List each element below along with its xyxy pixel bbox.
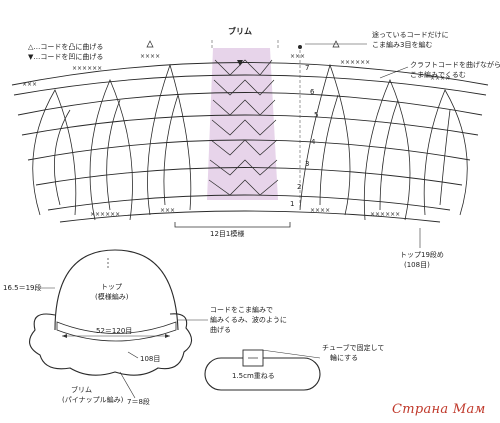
svg-text:××××××: ××××××	[72, 65, 102, 72]
brim-label-1: ブリム	[71, 386, 92, 394]
top-right-note-1: 途っているコードだけに	[372, 31, 449, 39]
legend-down: ▼…コードを凹に曲げる	[28, 53, 104, 61]
hat-dome	[54, 249, 179, 331]
svg-text:××××××: ××××××	[90, 211, 120, 218]
x-stitch-rows: ××××××××× ××××××× ×××××××××× ××××××××× ×…	[22, 53, 450, 218]
top-right-note-2: こま編み3目を編む	[372, 41, 433, 49]
cord-note-1: コードをこま編みで	[210, 306, 273, 314]
svg-text:×××: ×××	[22, 81, 37, 88]
svg-text:×××: ×××	[160, 207, 175, 214]
row-number-3: 3	[305, 160, 310, 168]
overlap-label: 1.5cm重ねる	[232, 372, 275, 380]
legend-up: △…コードを凸に曲げる	[28, 43, 104, 51]
brim-count-label: 108目	[140, 355, 161, 363]
brim-arcs	[11, 62, 489, 223]
right-note-2: こま編みでくるむ	[410, 71, 466, 79]
hat-band	[56, 321, 177, 342]
triangle-markers	[146, 40, 340, 66]
top-label-2: (模様編み)	[95, 293, 129, 301]
right-note-1: クラフトコードを曲げながら	[410, 61, 500, 69]
row-number-4: 4	[311, 138, 316, 146]
brim-rows-label: 7＝8段	[127, 398, 150, 406]
diagram-title: ブリム	[228, 27, 252, 36]
svg-text:××××××: ××××××	[340, 59, 370, 66]
svg-text:×××: ×××	[290, 53, 305, 60]
watermark-logo: Страна Мам	[392, 402, 486, 417]
guide-lines	[211, 40, 301, 210]
repeat-label: 12目1模様	[210, 230, 245, 238]
leader-lines	[178, 43, 421, 359]
row-number-7: 7	[305, 64, 310, 72]
brim-label-2: (パイナップル編み)	[62, 396, 124, 404]
hat-brim	[29, 313, 193, 376]
pineapple-fans	[32, 63, 468, 221]
cord-note-2: 編みくるみ、波のように	[210, 316, 287, 324]
row-number-5: 5	[314, 111, 319, 119]
svg-text:××××: ××××	[430, 75, 450, 82]
side-height-label: 16.5＝19段	[3, 284, 42, 292]
tube-note-2: 輪にする	[330, 354, 359, 362]
row-number-2: 2	[297, 183, 302, 191]
svg-text:××××××: ××××××	[370, 211, 400, 218]
top-rows-2: (108目)	[404, 261, 430, 269]
cord-note-3: 曲げる	[210, 326, 231, 334]
tube-note-1: チューブで固定して	[322, 344, 385, 352]
highlight-region	[207, 48, 278, 200]
top-rows-1: トップ19段め	[400, 251, 444, 259]
svg-text:××××: ××××	[310, 207, 330, 214]
repeat-bracket	[174, 222, 291, 228]
svg-text:××××: ××××	[140, 53, 160, 60]
center-lattice	[208, 59, 279, 196]
row-number-6: 6	[310, 88, 315, 96]
circumference-label: 52＝120目	[96, 327, 133, 335]
top-label-1: トップ	[101, 283, 122, 291]
row-number-1: 1	[290, 200, 295, 208]
